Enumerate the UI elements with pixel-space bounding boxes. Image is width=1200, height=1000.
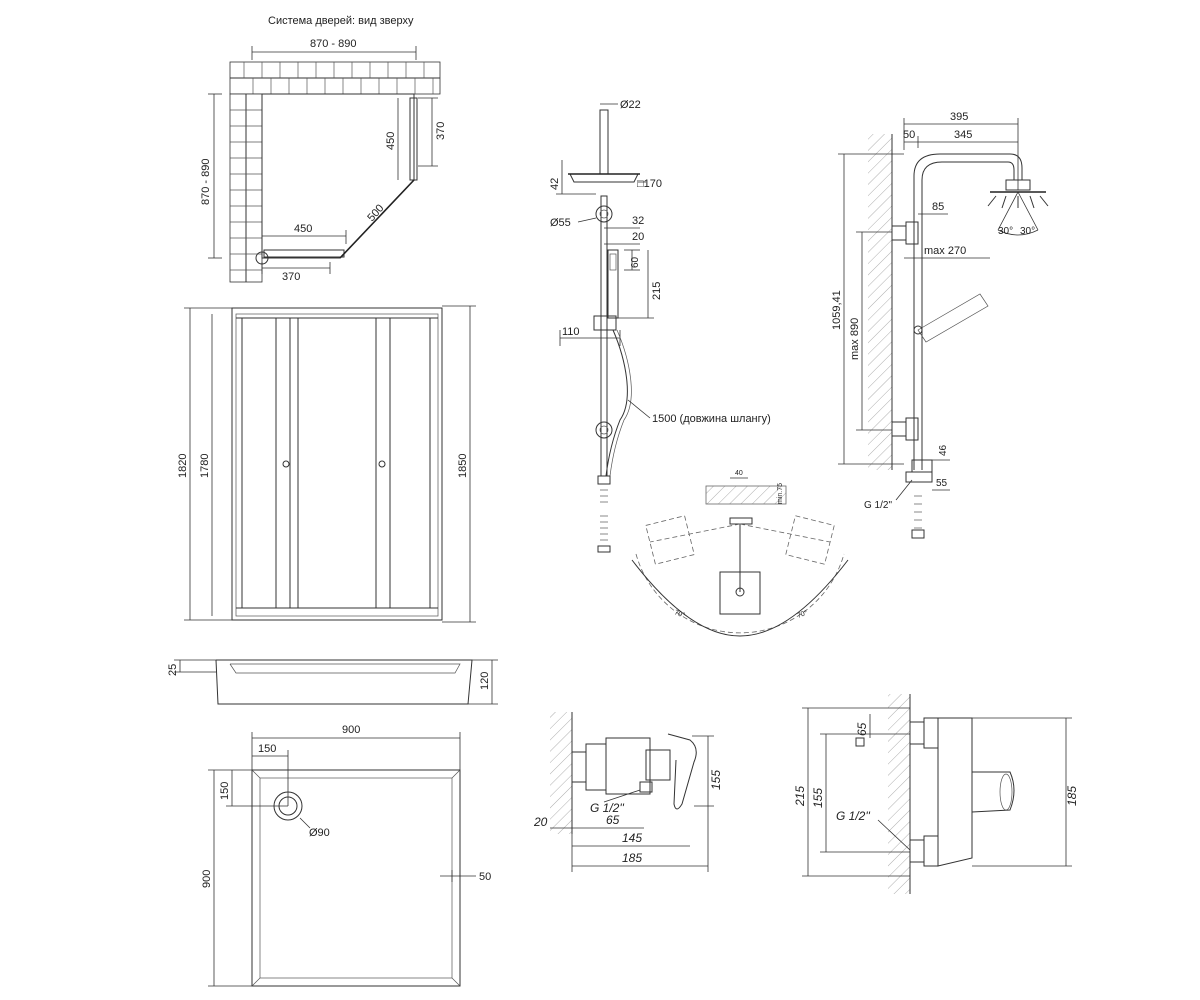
dim-370-horizontal: 370 (282, 271, 300, 283)
dim-46: 46 (938, 444, 949, 456)
dim-d22: Ø22 (620, 99, 641, 111)
angle-right: 70° (796, 609, 809, 620)
dim-150-width: 150 (258, 743, 276, 755)
drain-diameter: Ø90 (309, 827, 330, 839)
mixer-side-view: G 1/2'' 155 20 65 145 185 (533, 712, 723, 872)
dim-215-front: 215 (793, 786, 807, 807)
dim-min75: min.75 (777, 483, 784, 504)
dim-50-side: 50 (903, 129, 915, 141)
dim-215: 215 (651, 282, 663, 300)
dim-185-side: 185 (622, 851, 642, 865)
dim-20: 20 (632, 231, 644, 243)
dim-d55: Ø55 (550, 217, 571, 229)
dim-32: 32 (632, 215, 644, 227)
dim-155-front: 155 (811, 788, 825, 808)
dim-450-vertical: 450 (385, 132, 397, 150)
g12-mixer-front: G 1/2'' (836, 809, 871, 823)
g12-mixer-side[interactable]: G 1/2'' (590, 801, 625, 815)
dim-450-horizontal: 450 (294, 223, 312, 235)
dim-1850: 1850 (457, 454, 469, 478)
dim-40: 40 (735, 470, 743, 477)
dim-900-width: 900 (342, 724, 360, 736)
angle-30-right: 30° (1020, 226, 1035, 237)
dim-85: 85 (932, 201, 944, 213)
dim-42: 42 (549, 178, 561, 190)
hose-length: 1500 (довжина шлангу) (652, 413, 771, 425)
mixer-front-view: 65 215 155 G 1/2'' 185 (793, 694, 1079, 894)
dim-max270: max 270 (924, 245, 966, 257)
brick-wall-left (229, 93, 263, 283)
shower-column-side: 395 50 345 30° 30° 85 max 270 1 (831, 111, 1049, 539)
dim-top-height: 870 - 890 (200, 159, 212, 205)
dim-55-side: 55 (936, 478, 948, 489)
dim-110: 110 (562, 326, 580, 338)
dim-1820: 1820 (177, 454, 189, 478)
angle-30-left: 30° (998, 226, 1013, 237)
dim-65-side: 65 (606, 813, 620, 827)
dim-max890: max 890 (849, 318, 861, 360)
dim-900-height: 900 (201, 870, 213, 888)
shower-column-front: Ø22 42 □170 Ø55 32 20 60 215 110 (549, 99, 771, 553)
rotation-view: 40 min.75 70° 70° (631, 470, 849, 637)
dim-395: 395 (950, 111, 968, 123)
dim-1780: 1780 (199, 454, 211, 478)
dim-25: 25 (167, 664, 179, 676)
dim-150-height: 150 (219, 782, 231, 800)
dim-500-diagonal: 500 (365, 202, 386, 224)
front-view-cabin: 1820 1780 1850 (177, 305, 476, 623)
dim-155-side: 155 (709, 770, 723, 790)
dim-370-vertical: 370 (435, 122, 447, 140)
dim-20-side: 20 (533, 815, 548, 829)
brick-wall-top (229, 61, 441, 95)
dim-170: □170 (637, 178, 662, 190)
top-view-door-system: 870 - 890 870 - 890 450 370 500 450 370 (200, 38, 447, 283)
tray-side-view: 25 120 (167, 659, 498, 705)
dim-185-front: 185 (1065, 786, 1079, 806)
tray-top-view: 900 150 150 Ø90 900 50 (201, 724, 491, 987)
dim-top-width: 870 - 890 (310, 38, 356, 50)
dim-50: 50 (479, 871, 491, 883)
page-title: Система дверей: вид зверху (268, 15, 414, 27)
dim-1059: 1059,41 (831, 290, 843, 330)
dim-145-side: 145 (622, 831, 642, 845)
dim-65-front: 65 (855, 722, 869, 736)
angle-left: 70° (673, 608, 686, 619)
dim-345: 345 (954, 129, 972, 141)
dim-60: 60 (630, 256, 641, 268)
dim-120: 120 (479, 672, 491, 690)
g12-side: G 1/2" (864, 500, 892, 511)
